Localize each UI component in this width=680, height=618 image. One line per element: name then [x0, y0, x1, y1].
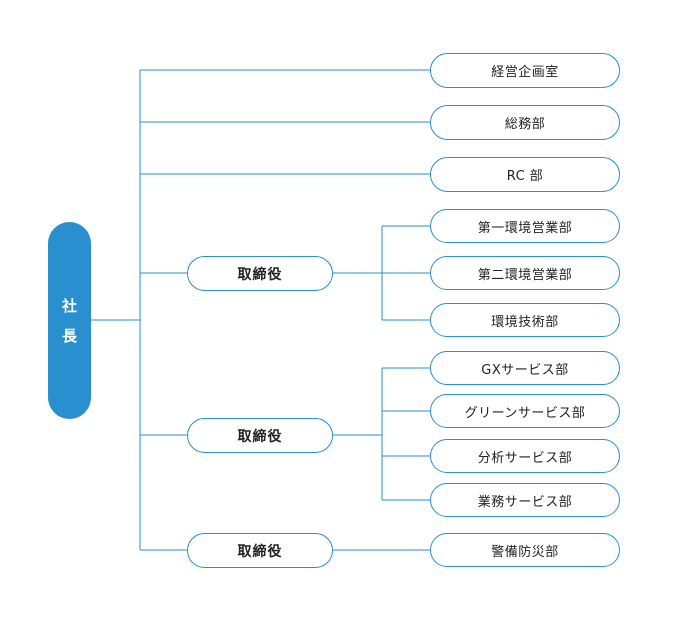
exec-node-2: 取締役: [187, 418, 333, 453]
dept-env-tech: 環境技術部: [430, 303, 620, 337]
dept-general-affairs: 総務部: [430, 105, 620, 140]
dept-security-disaster: 警備防災部: [430, 533, 620, 567]
exec-node-1: 取締役: [187, 256, 333, 291]
dept-rc: RC 部: [430, 157, 620, 192]
dept-corporate-planning: 経営企画室: [430, 53, 620, 88]
dept-env-sales-1: 第一環境営業部: [430, 209, 620, 243]
dept-env-sales-2: 第二環境営業部: [430, 256, 620, 290]
dept-analysis-service: 分析サービス部: [430, 439, 620, 473]
exec-node-3: 取締役: [187, 533, 333, 568]
ceo-label-char-1: 社: [61, 296, 77, 315]
ceo-node: 社 長: [48, 222, 91, 419]
dept-business-service: 業務サービス部: [430, 483, 620, 517]
dept-green-service: グリーンサービス部: [430, 394, 620, 428]
dept-gx-service: GXサービス部: [430, 351, 620, 385]
ceo-label-char-2: 長: [61, 326, 77, 345]
